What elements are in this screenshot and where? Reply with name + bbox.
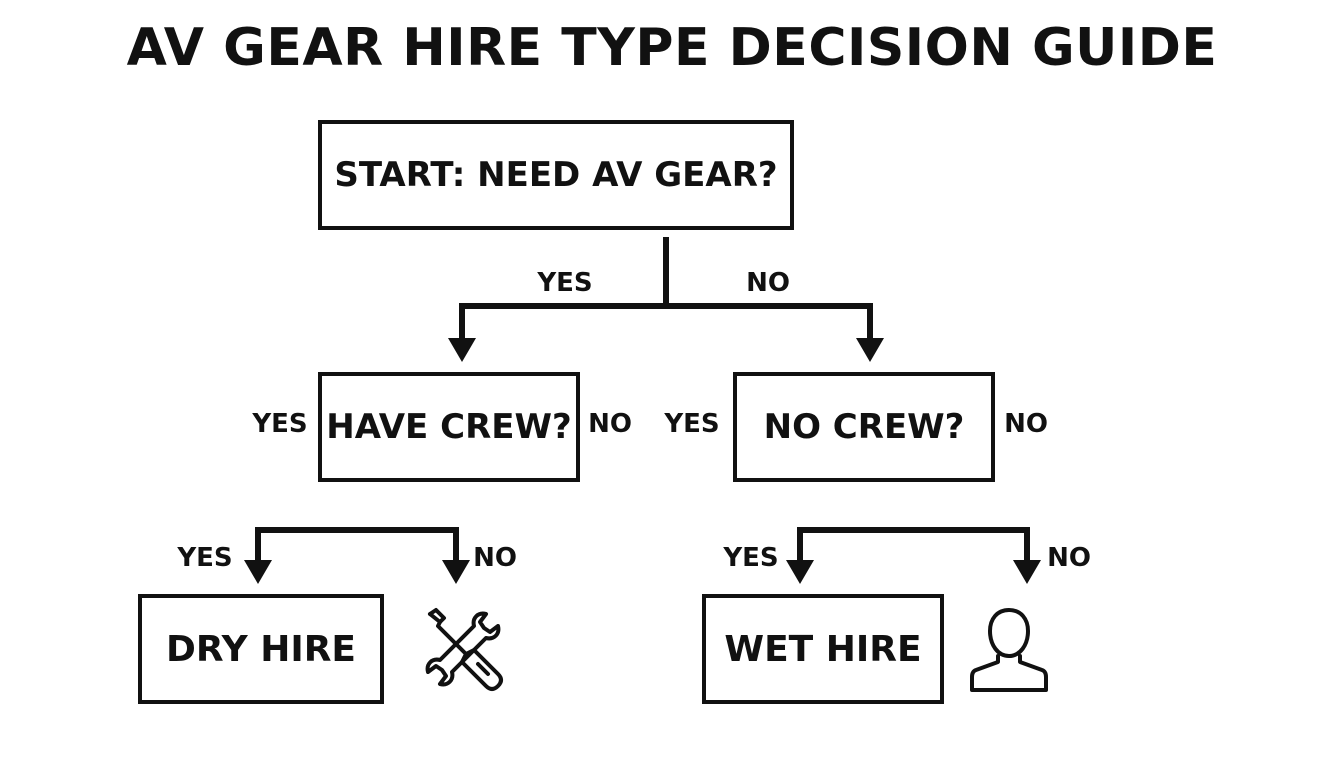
arrowhead-no-crew-no xyxy=(1013,560,1041,584)
label-have-crew-left-yes: YES xyxy=(252,409,308,439)
label-start-yes: YES xyxy=(537,268,593,298)
person-icon xyxy=(970,608,1048,692)
node-dry-hire: DRY HIRE xyxy=(138,594,384,704)
arrowhead-no-crew-yes xyxy=(786,560,814,584)
tools-icon xyxy=(425,608,503,691)
label-no-crew-right-no: NO xyxy=(1004,409,1048,439)
label-no-crew-branch-no: NO xyxy=(1047,543,1091,573)
label-no-crew-left-yes: YES xyxy=(664,409,720,439)
node-have-crew: HAVE CREW? xyxy=(318,372,580,482)
arrowhead-start-no xyxy=(856,338,884,362)
node-wet-hire: WET HIRE xyxy=(702,594,944,704)
label-no-crew-branch-yes: YES xyxy=(723,543,779,573)
label-start-no: NO xyxy=(746,268,790,298)
node-no-crew: NO CREW? xyxy=(733,372,995,482)
arrowhead-start-yes xyxy=(448,338,476,362)
arrowhead-have-crew-yes xyxy=(244,560,272,584)
page-title: AV GEAR HIRE TYPE DECISION GUIDE xyxy=(126,18,1218,78)
label-have-crew-branch-yes: YES xyxy=(177,543,233,573)
label-have-crew-right-no: NO xyxy=(588,409,632,439)
node-start: START: NEED AV GEAR? xyxy=(318,120,794,230)
label-have-crew-branch-no: NO xyxy=(473,543,517,573)
arrowhead-have-crew-no xyxy=(442,560,470,584)
